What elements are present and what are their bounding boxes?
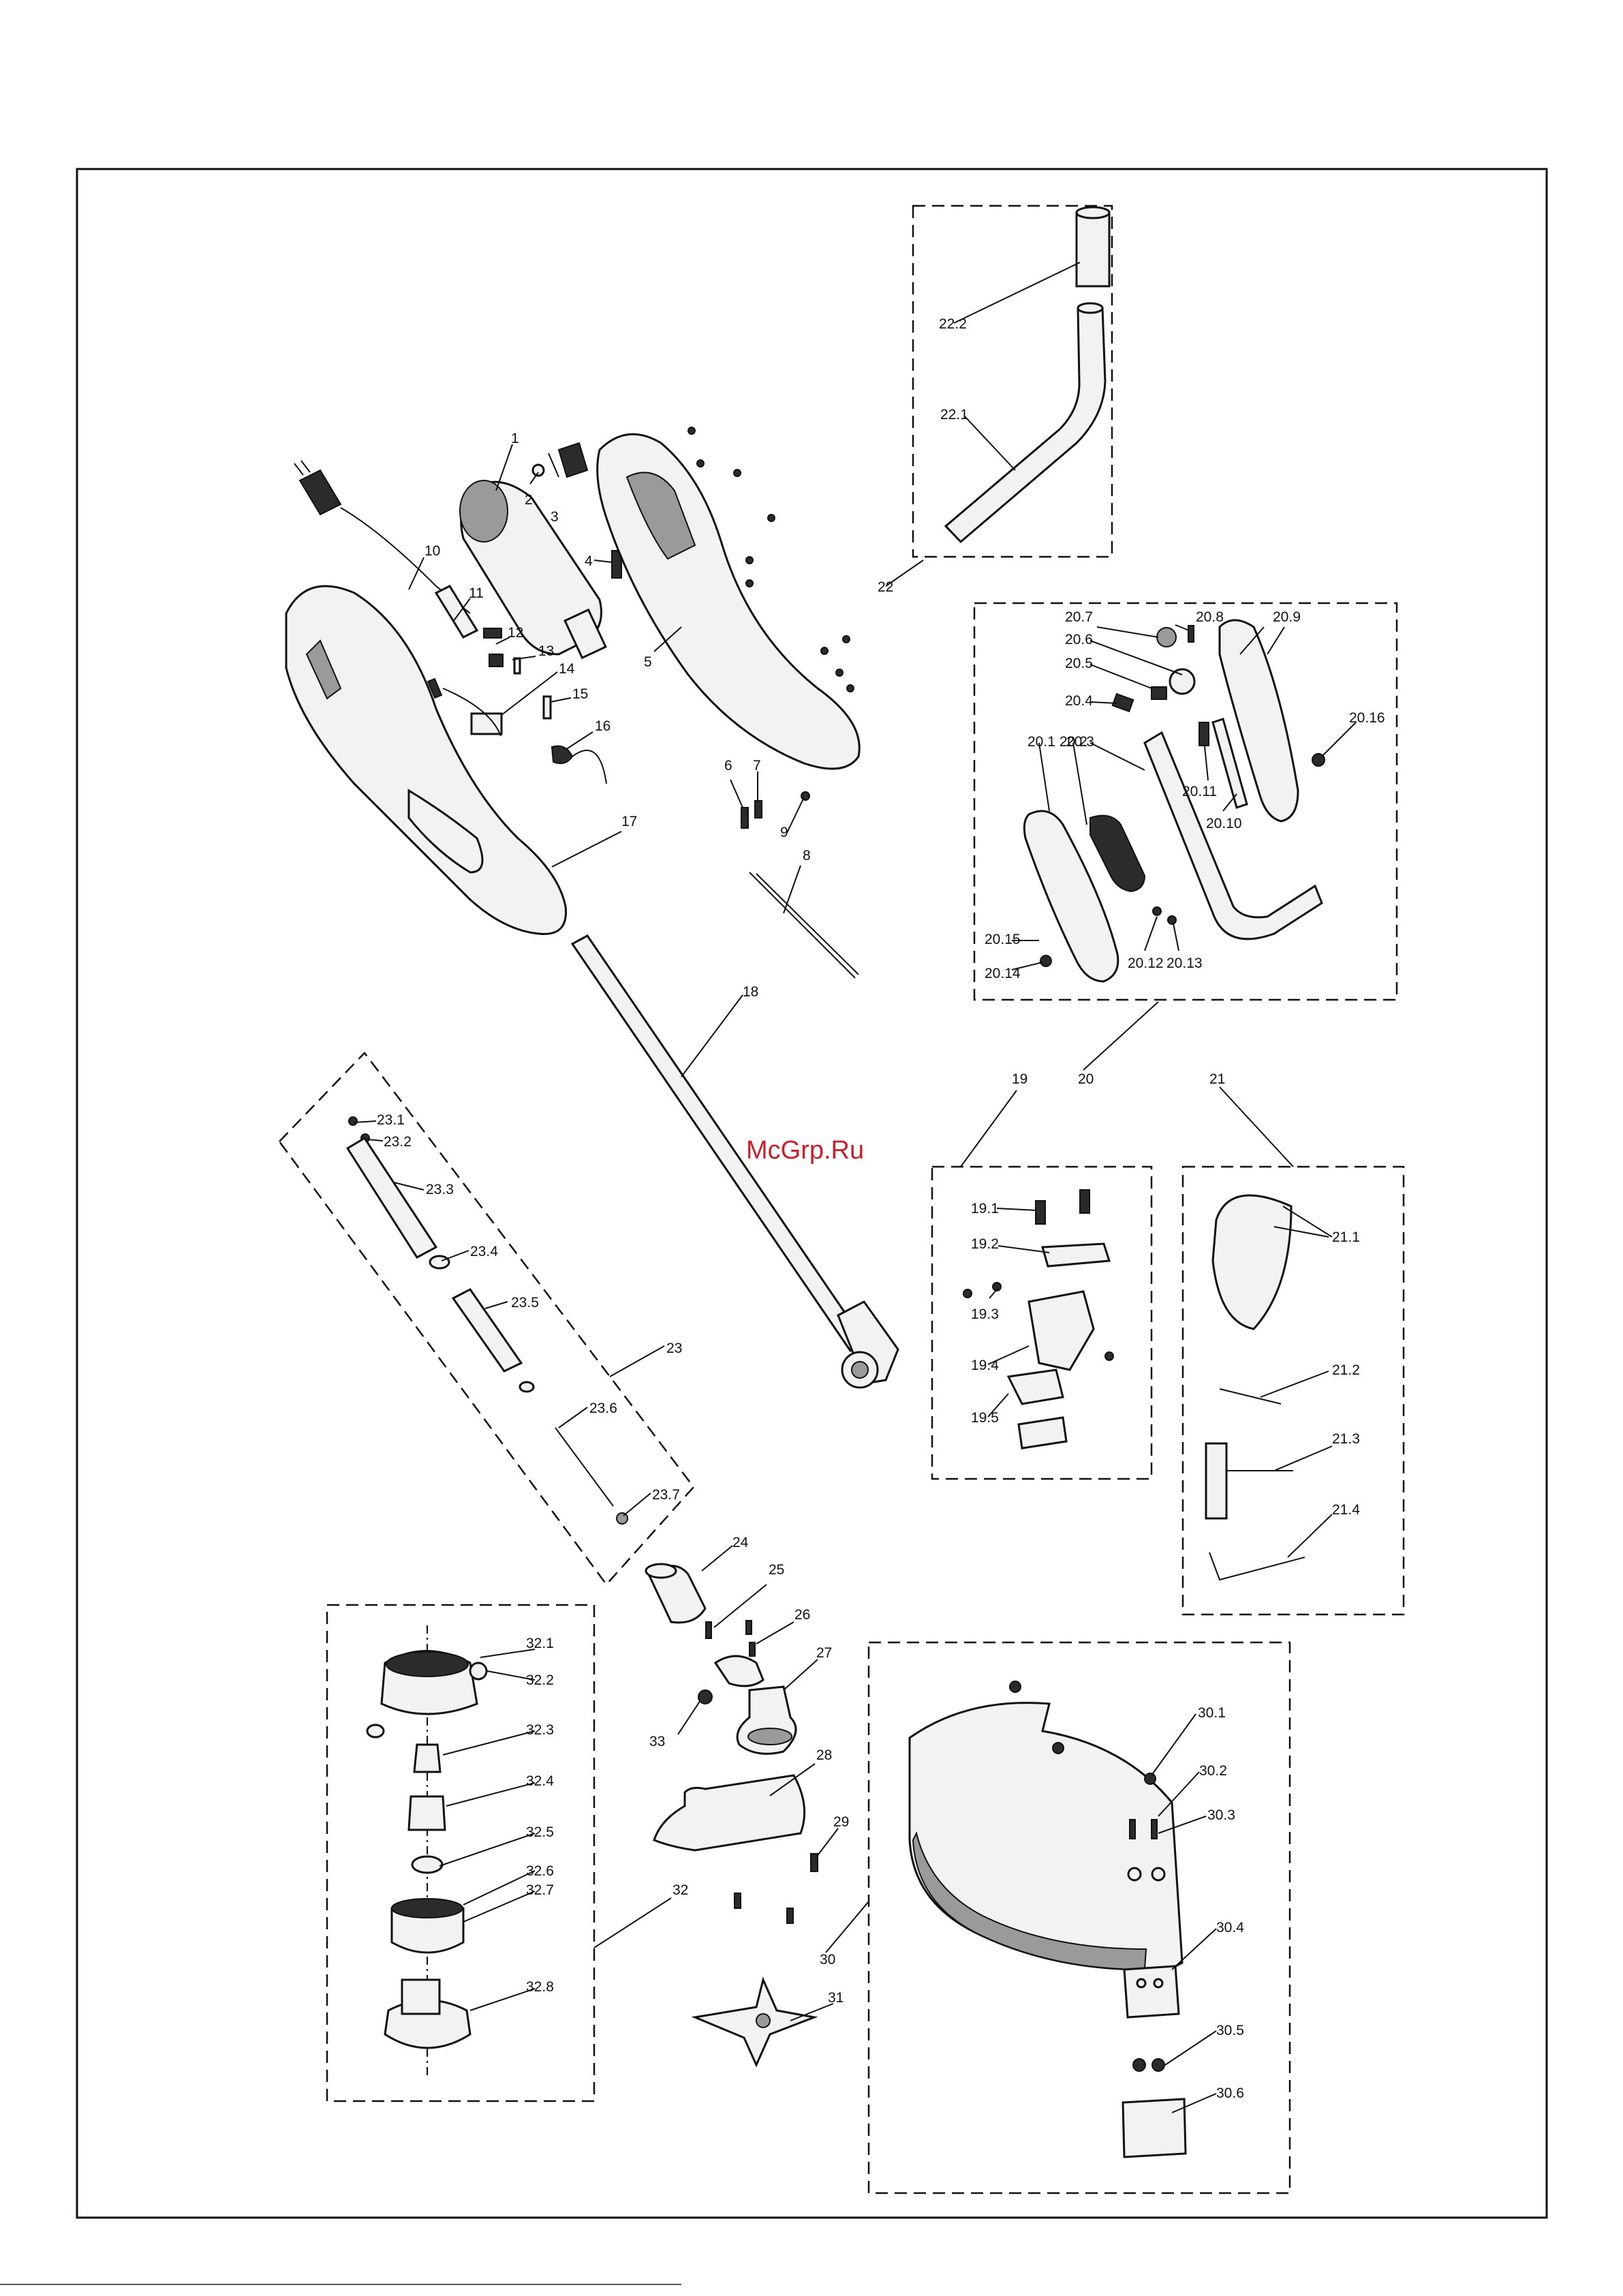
label-22-1: 22.1 (940, 407, 968, 423)
label-11: 11 (469, 585, 484, 601)
label-20-10: 20.10 (1206, 816, 1242, 831)
label-22: 22 (878, 579, 893, 595)
group-20 (973, 602, 1398, 1071)
label-15: 15 (572, 686, 588, 702)
label-19-3: 19.3 (971, 1306, 999, 1322)
label-12: 12 (508, 625, 523, 641)
label-8: 8 (803, 848, 811, 863)
label-21: 21 (1209, 1071, 1225, 1087)
label-29: 29 (833, 1814, 849, 1830)
label-20-5: 20.5 (1065, 656, 1093, 671)
label-32-6: 32.6 (526, 1863, 554, 1879)
motor-housing-group (285, 427, 861, 979)
label-20-14: 20.14 (985, 966, 1021, 981)
shaft-18 (570, 934, 899, 1389)
label-9: 9 (780, 825, 788, 840)
label-20-1: 20.1 (1027, 734, 1055, 750)
label-23-7: 23.7 (652, 1487, 680, 1503)
label-32-3: 32.3 (526, 1722, 554, 1738)
label-30-3: 30.3 (1207, 1807, 1235, 1823)
group-21 (1181, 1086, 1405, 1616)
label-20-7: 20.7 (1065, 609, 1093, 625)
label-32-5: 32.5 (526, 1824, 554, 1840)
label-19-1: 19.1 (971, 1201, 999, 1216)
head-parts (645, 1545, 839, 2068)
label-21-3: 21.3 (1332, 1431, 1360, 1447)
label-20-9: 20.9 (1273, 609, 1301, 625)
label-32-4: 32.4 (526, 1773, 554, 1789)
label-20-12: 20.12 (1128, 955, 1164, 971)
label-18: 18 (743, 984, 758, 1000)
label-20-4: 20.4 (1065, 693, 1093, 709)
label-21-4: 21.4 (1332, 1502, 1360, 1518)
label-5: 5 (644, 654, 652, 670)
label-7: 7 (753, 758, 761, 774)
label-23-4: 23.4 (470, 1244, 498, 1259)
label-14: 14 (559, 661, 575, 677)
label-30-4: 30.4 (1216, 1920, 1244, 1935)
label-23-3: 23.3 (426, 1182, 454, 1197)
label-30-5: 30.5 (1216, 2023, 1244, 2038)
group-22 (885, 204, 1113, 587)
label-28: 28 (816, 1747, 832, 1763)
label-20-15: 20.15 (985, 932, 1021, 947)
label-23-6: 23.6 (589, 1400, 617, 1416)
label-25: 25 (769, 1562, 784, 1578)
label-32-1: 32.1 (526, 1636, 554, 1651)
label-27: 27 (816, 1645, 832, 1661)
group-32 (326, 1604, 672, 2102)
label-31: 31 (828, 1990, 844, 2006)
label-10: 10 (424, 543, 440, 559)
label-19-4: 19.4 (971, 1358, 999, 1373)
label-22-2: 22.2 (939, 316, 967, 332)
label-1: 1 (511, 431, 519, 446)
label-30-2: 30.2 (1199, 1763, 1227, 1779)
label-3: 3 (551, 509, 559, 525)
page-frame (76, 168, 1548, 2219)
group-30 (825, 1641, 1291, 2194)
part-labels: 1 2 3 4 5 6 7 8 9 10 11 12 13 14 15 16 1… (377, 316, 1385, 2101)
label-24: 24 (732, 1535, 749, 1550)
label-30: 30 (820, 1952, 835, 1968)
label-32-2: 32.2 (526, 1672, 554, 1688)
label-19: 19 (1012, 1071, 1027, 1087)
label-23: 23 (666, 1341, 682, 1356)
label-30-6: 30.6 (1216, 2085, 1244, 2101)
label-30-1: 30.1 (1198, 1705, 1226, 1721)
label-4: 4 (585, 553, 593, 569)
label-32: 32 (673, 1882, 688, 1898)
housing-screws (687, 427, 854, 692)
label-6: 6 (724, 758, 732, 774)
label-20-16: 20.16 (1349, 710, 1385, 726)
label-23-5: 23.5 (511, 1295, 539, 1311)
label-19-2: 19.2 (971, 1236, 999, 1252)
label-23-2: 23.2 (384, 1134, 412, 1150)
label-23-1: 23.1 (377, 1112, 405, 1128)
label-26: 26 (794, 1607, 810, 1623)
label-20-3: 20.3 (1066, 734, 1094, 750)
label-20-6: 20.6 (1065, 632, 1093, 647)
label-20-11: 20.11 (1182, 784, 1217, 799)
label-17: 17 (621, 814, 637, 829)
label-21-1: 21.1 (1332, 1229, 1360, 1245)
label-2: 2 (525, 492, 533, 508)
label-21-2: 21.2 (1332, 1362, 1360, 1378)
label-13: 13 (538, 643, 554, 659)
group-19 (931, 1090, 1153, 1480)
label-16: 16 (595, 718, 610, 734)
label-20: 20 (1078, 1071, 1094, 1087)
group-23 (278, 1052, 695, 1586)
label-32-7: 32.7 (526, 1882, 554, 1898)
watermark: McGrp.Ru (746, 1136, 864, 1165)
label-19-5: 19.5 (971, 1410, 999, 1426)
label-20-2: 20.2 (1060, 734, 1087, 750)
label-20-8: 20.8 (1196, 609, 1224, 625)
label-33: 33 (649, 1734, 665, 1749)
label-20-13: 20.13 (1166, 955, 1203, 971)
label-32-8: 32.8 (526, 1979, 554, 1995)
